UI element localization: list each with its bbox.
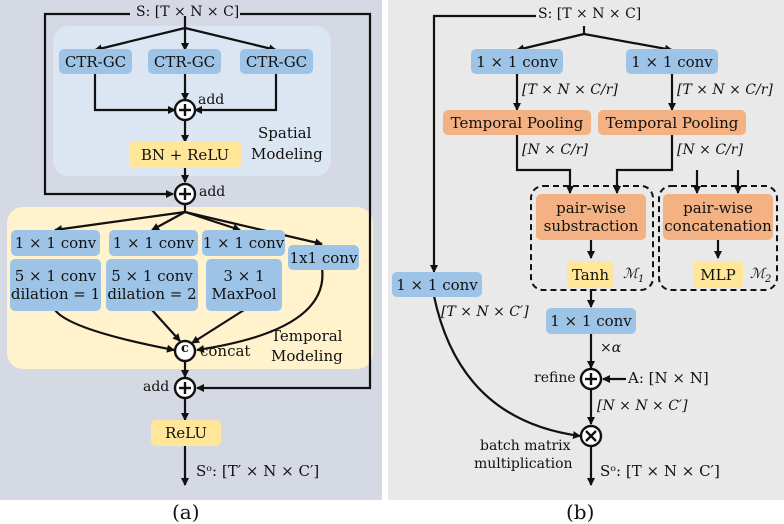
adjacency-label: A: [N × N]	[628, 369, 709, 387]
concat-label: concat	[200, 342, 251, 360]
conv-right-b: 1 × 1 conv	[626, 49, 718, 74]
pairwise-sub-line1: pair-wise	[556, 199, 626, 217]
add-label-2: add	[199, 184, 226, 200]
pairwise-cat-line2: concatenation	[664, 217, 772, 235]
branch-dilation-2-line2: dilation = 2	[107, 285, 197, 303]
branch-dilation-1: 5 × 1 conv dilation = 1	[10, 259, 101, 311]
shape-tncr-right: [T × N × C/r]	[677, 82, 773, 98]
relu-box: ReLU	[151, 420, 221, 446]
branch-dilation-1-line2: dilation = 1	[10, 285, 101, 303]
batch-line2: multiplication	[474, 456, 573, 472]
tanh-box: Tanh	[567, 261, 614, 288]
m1-symbol: ℳ	[623, 266, 638, 282]
caption-b: (b)	[566, 500, 595, 524]
conv1x1-side: 1x1 conv	[288, 245, 359, 270]
temporal-pooling-left: Temporal Pooling	[443, 110, 591, 135]
spatial-modeling-line2: Modeling	[251, 145, 323, 163]
output-label-b: Sᵒ: [T × N × C′]	[600, 462, 720, 480]
caption-a: (a)	[172, 500, 200, 524]
ctr-gc-3: CTR-GC	[240, 49, 313, 74]
branch-maxpool-line2: MaxPool	[211, 285, 277, 303]
m1-dashed-group	[530, 185, 654, 291]
conv1x1-b: 1 × 1 conv	[109, 230, 198, 256]
pairwise-substraction: pair-wise substraction	[536, 194, 646, 240]
shape-nnc: [N × N × C′]	[597, 398, 688, 414]
conv1x1-a: 1 × 1 conv	[11, 230, 100, 256]
pairwise-concatenation: pair-wise concatenation	[663, 194, 773, 240]
branch-dilation-2-line1: 5 × 1 conv	[111, 267, 193, 285]
temporal-pooling-right: Temporal Pooling	[598, 110, 746, 135]
refine-label: refine	[534, 370, 576, 386]
concat-circle	[173, 339, 197, 363]
branch-dilation-2: 5 × 1 conv dilation = 2	[106, 259, 198, 311]
conv-mid-b: 1 × 1 conv	[546, 308, 636, 334]
m1-subscript: 1	[637, 273, 645, 285]
shape-tncp: [T × N × C′]	[441, 304, 529, 320]
alpha-label: ×α	[600, 340, 622, 356]
ctr-gc-2: CTR-GC	[148, 49, 221, 74]
mlp-box: MLP	[693, 261, 743, 288]
temporal-modeling-line1: Temporal	[271, 327, 343, 345]
branch-maxpool: 3 × 1 MaxPool	[206, 259, 282, 311]
m2-label: ℳ2	[750, 266, 771, 285]
shape-ncr-left: [N × C/r]	[522, 142, 588, 158]
output-label-a: Sᵒ: [T′ × N × C′]	[196, 462, 320, 480]
pairwise-cat-line1: pair-wise	[683, 199, 753, 217]
pairwise-sub-line2: substraction	[543, 217, 639, 235]
batch-line1: batch matrix	[480, 438, 571, 454]
branch-maxpool-line1: 3 × 1	[223, 267, 265, 285]
shape-ncr-right: [N × C/r]	[677, 142, 743, 158]
bn-relu-box: BN + ReLU	[129, 141, 241, 168]
ctr-gc-1: CTR-GC	[59, 49, 132, 74]
concat-symbol: c	[181, 341, 189, 356]
conv-far-left-b: 1 × 1 conv	[392, 272, 482, 297]
input-label-a: S: [T × N × C]	[136, 4, 240, 20]
spatial-modeling-line1: Spatial	[258, 124, 312, 142]
add-label-1: add	[198, 92, 225, 108]
m2-symbol: ℳ	[750, 266, 765, 282]
add-label-3: add	[143, 379, 170, 395]
input-label-b: S: [T × N × C]	[538, 6, 642, 22]
m2-subscript: 2	[764, 273, 772, 285]
branch-dilation-1-line1: 5 × 1 conv	[14, 267, 97, 285]
m1-label: ℳ1	[623, 266, 644, 285]
conv-left-b: 1 × 1 conv	[471, 49, 563, 74]
conv1x1-c: 1 × 1 conv	[202, 230, 285, 256]
temporal-modeling-line2: Modeling	[271, 347, 343, 365]
m2-dashed-group	[658, 185, 778, 291]
shape-tncr-left: [T × N × C/r]	[522, 82, 618, 98]
